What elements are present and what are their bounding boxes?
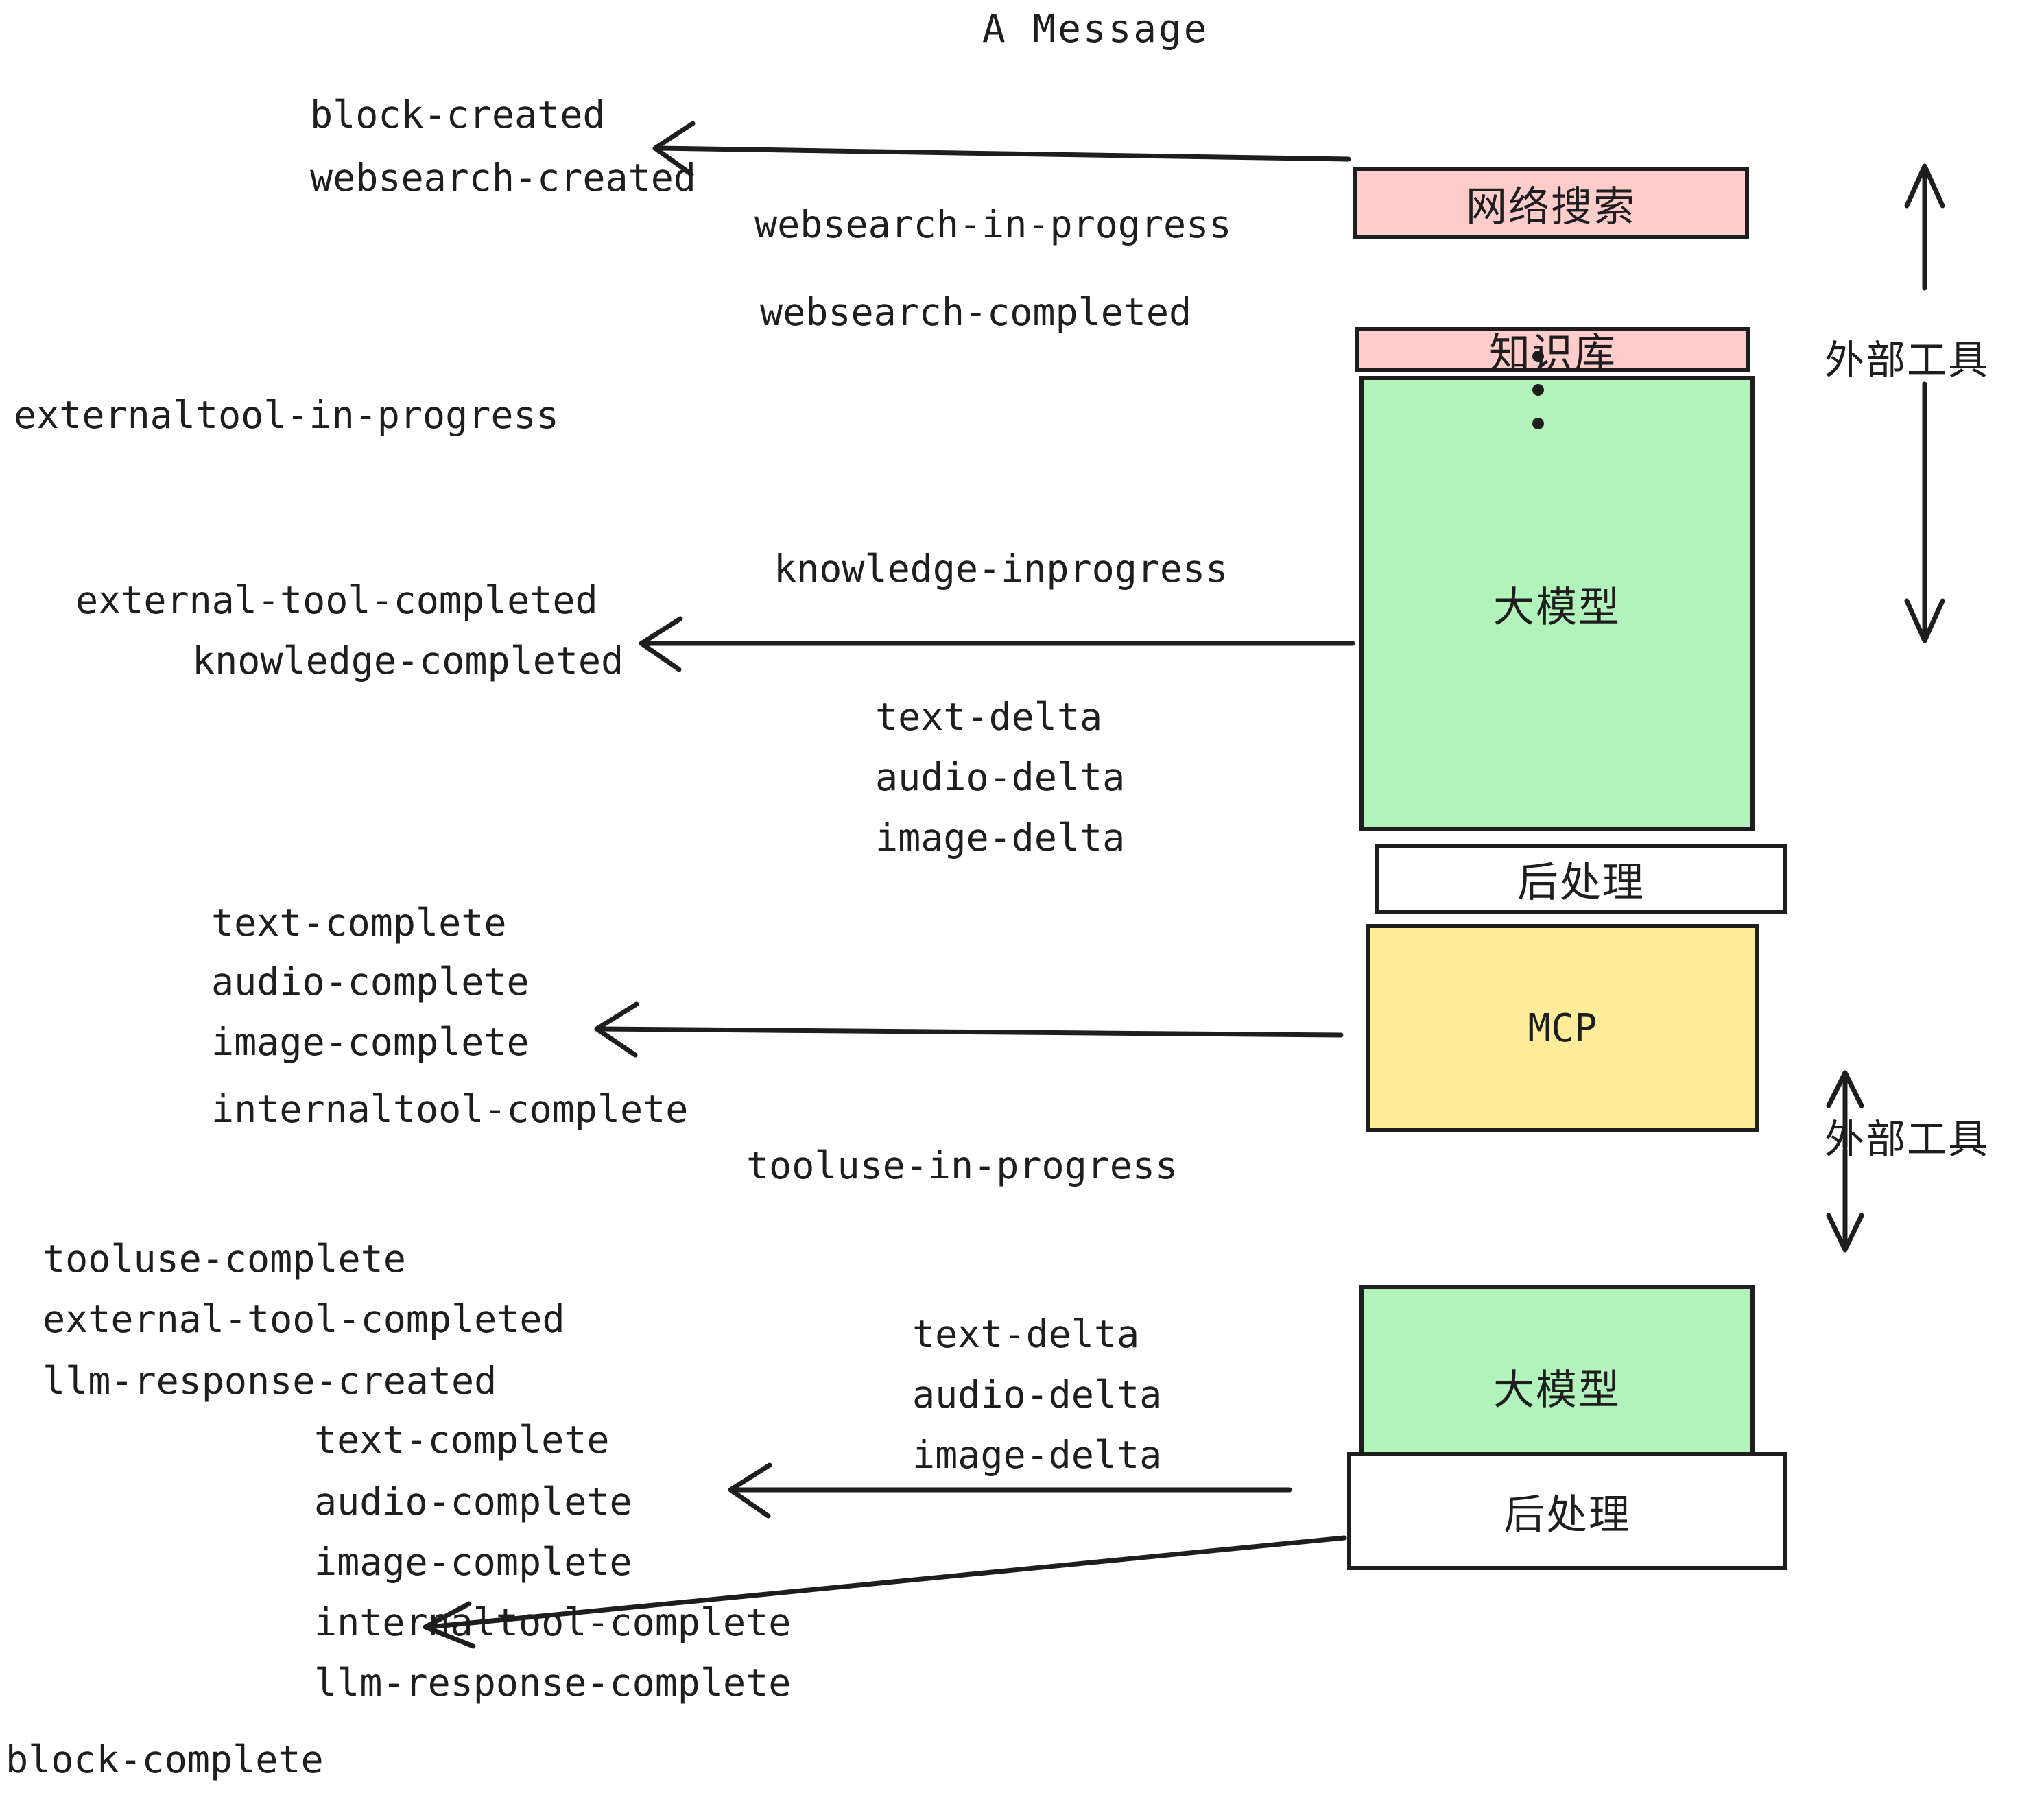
event-tooluse-complete: tooluse-complete [43,1237,406,1281]
node-label-mcp: MCP [1528,1006,1597,1051]
event-llm-response-created: llm-response-created [43,1359,497,1403]
event-websearch-created: websearch-created [310,156,696,200]
event-block-created: block-created [310,93,606,137]
event-audio-delta-2: audio-delta [912,1373,1163,1416]
event-websearch-in-progress: websearch-in-progress [754,202,1232,246]
event-audio-complete-1: audio-complete [211,960,530,1004]
external-tools-range-top [1904,163,1945,643]
event-knowledge-completed: knowledge-completed [192,639,624,683]
arrow-knowledge-to-knowledge-completed [639,616,1355,672]
node-label-llm-bottom: 大模型 [1493,1366,1621,1414]
event-image-delta-2: image-delta [912,1433,1163,1477]
node-label-knowledge: 知识库 [1489,329,1617,378]
event-knowledge-inprogress: knowledge-inprogress [774,547,1228,591]
node-box-postprocess-top[interactable]: 后处理 [1375,844,1787,914]
event-image-complete-2: image-complete [314,1540,632,1584]
event-llm-response-complete: llm-response-complete [314,1661,792,1705]
node-box-llm-top[interactable]: 大模型 [1359,376,1755,831]
node-box-postprocess-bottom[interactable]: 后处理 [1347,1452,1787,1570]
event-image-delta-1: image-delta [875,816,1126,859]
event-internaltool-complete-1: internaltool-complete [211,1087,689,1131]
event-block-complete: block-complete [5,1737,324,1781]
event-audio-delta-1: audio-delta [875,755,1126,799]
diagram-title: A Message [982,7,1209,51]
node-label-postprocess-bottom: 后处理 [1504,1491,1631,1539]
node-label-postprocess-top: 后处理 [1517,858,1645,907]
event-image-complete-1: image-complete [211,1020,530,1064]
ellipsis-dot [1532,418,1544,429]
ellipsis-dot [1532,384,1544,396]
event-tooluse-in-progress: tooluse-in-progress [746,1143,1178,1187]
event-external-tool-completed-2: external-tool-completed [43,1297,565,1341]
event-external-tool-completed-1: external-tool-completed [75,578,598,622]
event-text-delta-1: text-delta [875,695,1103,739]
node-box-knowledge[interactable]: 知识库 [1355,327,1750,378]
ellipsis-dot [1532,351,1544,362]
node-box-websearch[interactable]: 网络搜索 [1353,167,1749,239]
event-audio-complete-2: audio-complete [314,1480,632,1523]
event-externaltool-in-progress: externaltool-in-progress [14,393,559,437]
event-websearch-completed: websearch-completed [760,290,1192,334]
vertical-ellipsis [1532,340,1544,440]
event-text-complete-1: text-complete [211,901,507,945]
arrow-websearch-to-block-created [652,121,1351,177]
group-label-external-tools-top: 外部工具 [1825,337,1990,383]
arrow-mcp-to-image-complete [594,1001,1344,1058]
event-internaltool-complete-2: internaltool-complete [314,1600,792,1644]
node-box-mcp[interactable]: MCP [1366,924,1759,1132]
event-text-delta-2: text-delta [912,1312,1140,1356]
group-label-external-tools-bottom: 外部工具 [1825,1116,1990,1163]
event-text-complete-2: text-complete [314,1418,610,1462]
node-label-llm-top: 大模型 [1493,583,1621,632]
node-label-websearch: 网络搜索 [1466,182,1636,231]
